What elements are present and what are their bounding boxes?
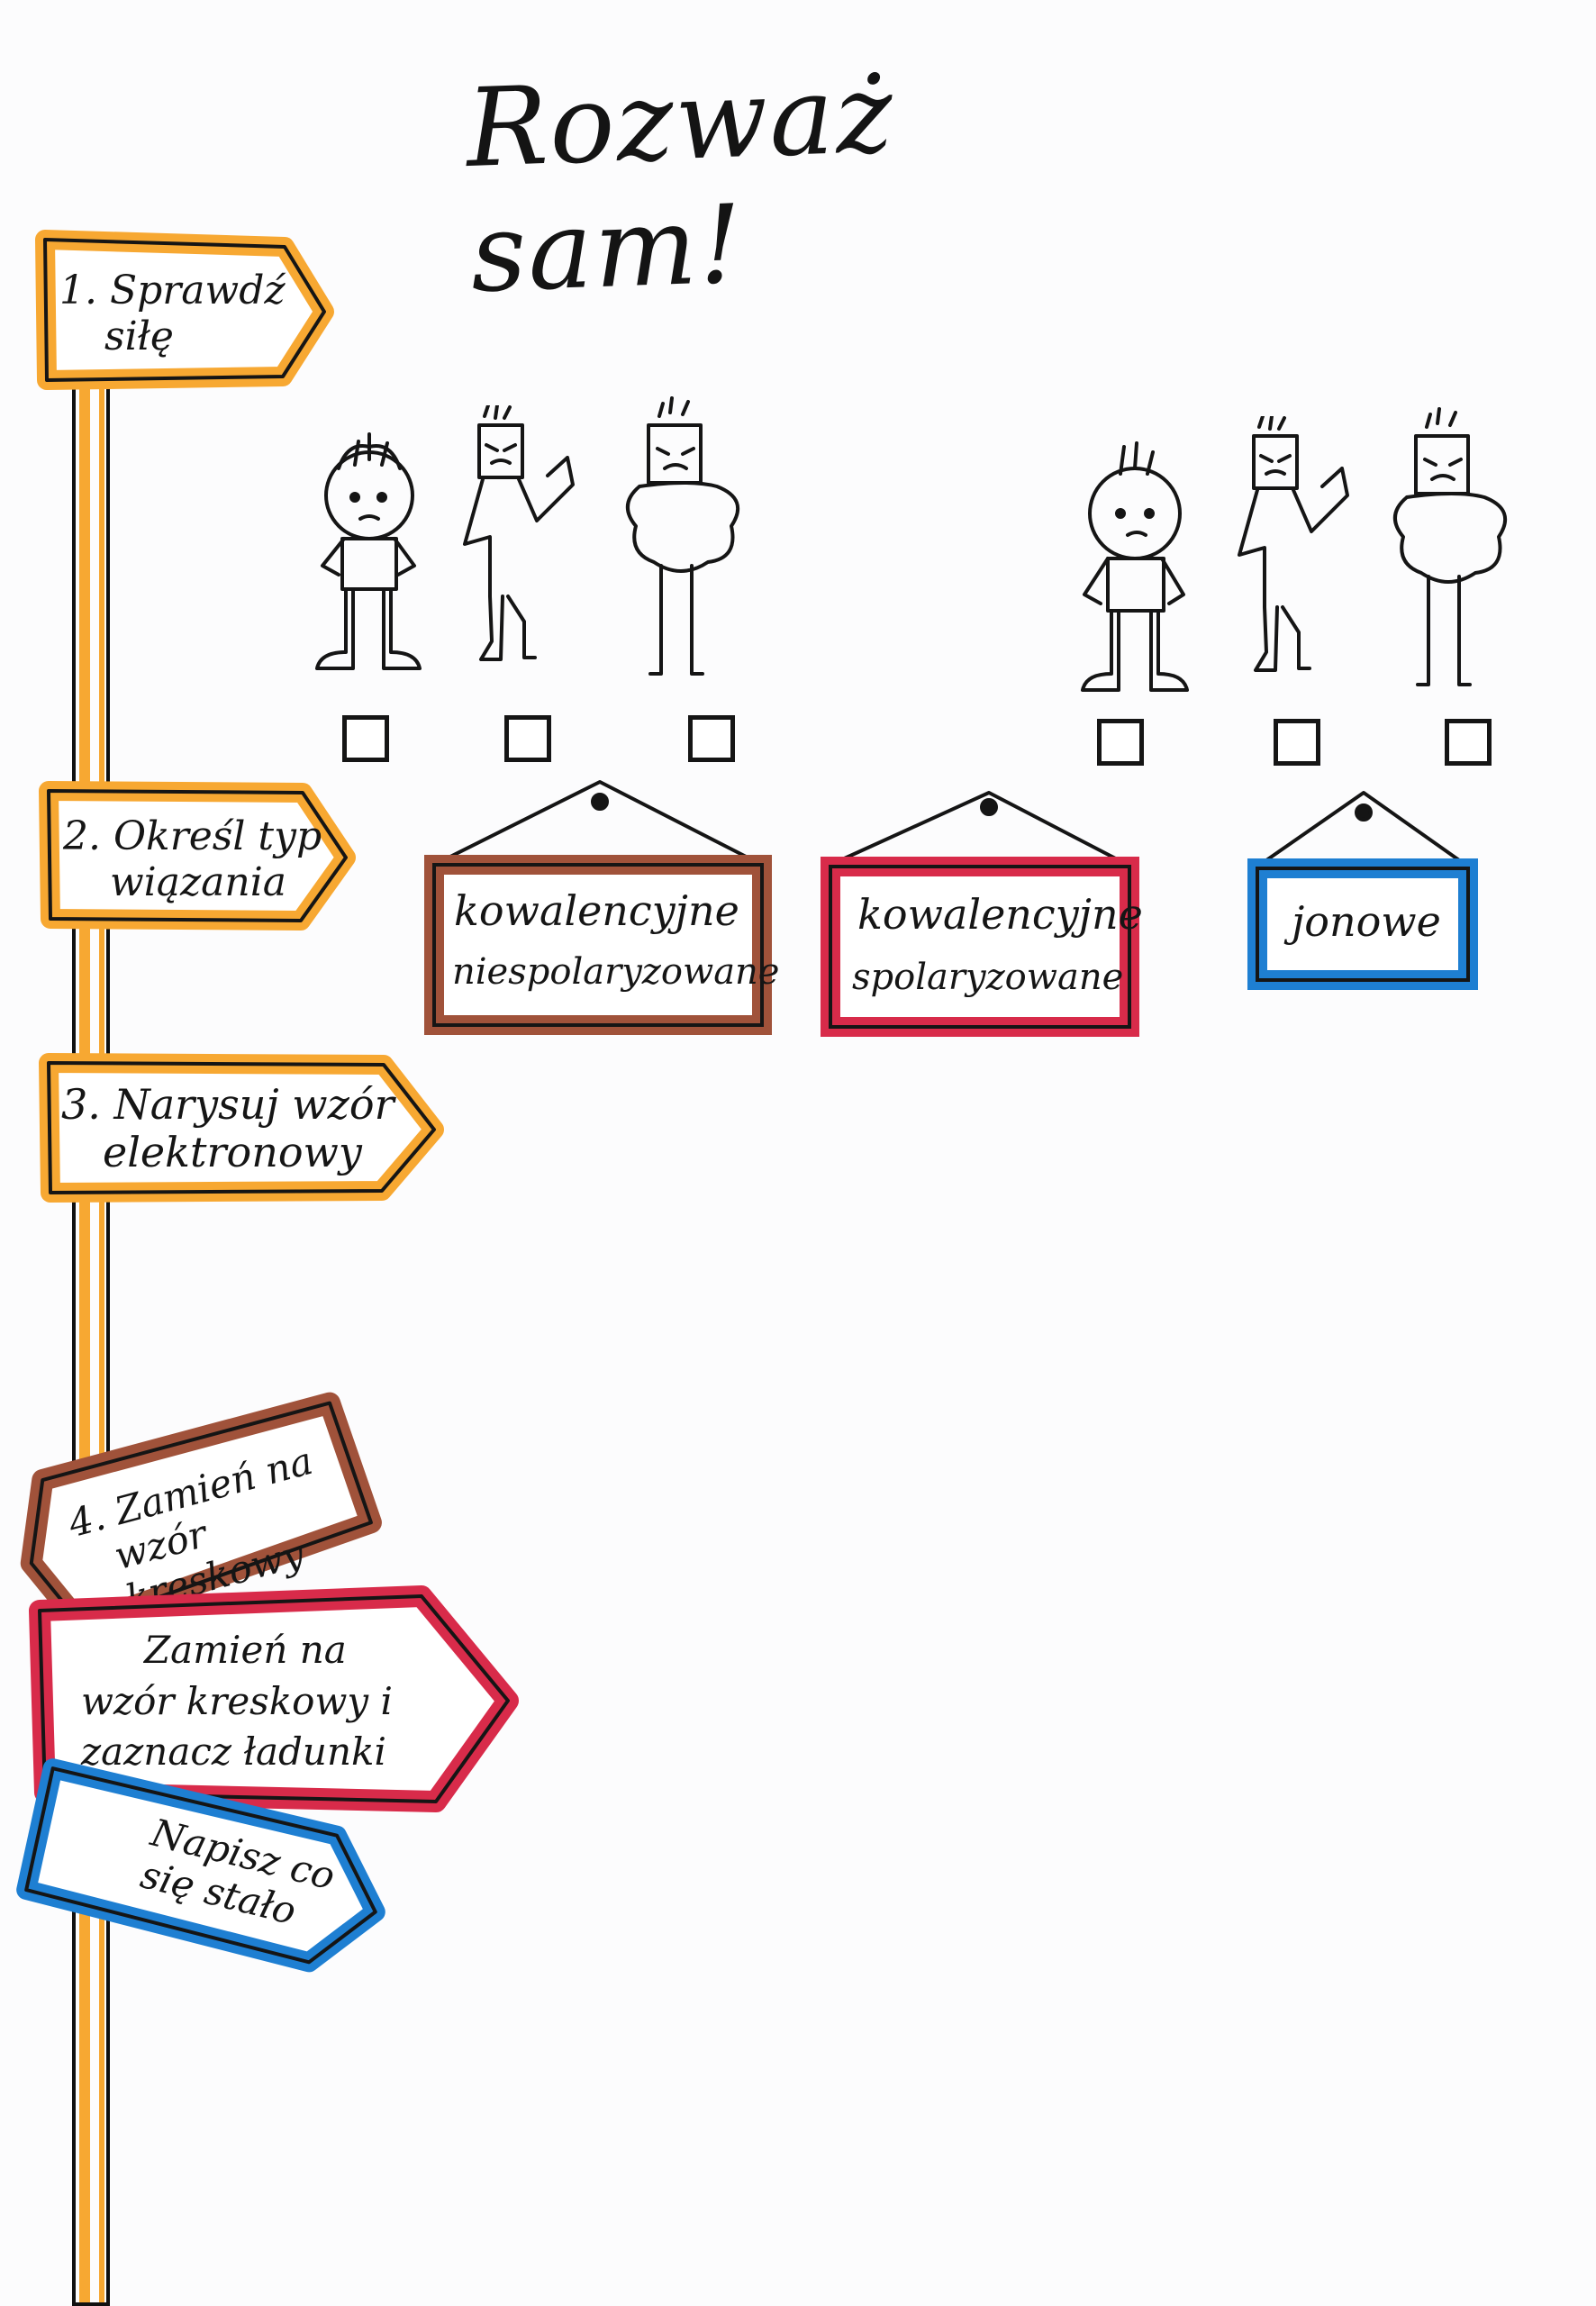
signpost-pole [72,342,110,2306]
step-sign-3-line2: elektronowy [103,1127,362,1176]
bond-label-nonpolar-line1: kowalencyjne [454,886,739,935]
angry-figure-3 [1238,416,1349,672]
bond-label-ionic-frame [1247,791,1478,990]
bond-label-nonpolar-line2: niespolaryzowane [452,951,780,993]
step-sign-4: 4. Zamień na wzór kreskowy [5,1390,389,1646]
step-sign-2: 2. Określ typ wiązania [39,781,356,931]
step-sign-6-shape [16,1758,385,1973]
step-sign-2-shape [39,781,356,931]
bond-label-nonpolar: kowalencyjne niespolaryzowane [424,778,779,1035]
bond-label-polar-frame [821,791,1139,1037]
step-sign-3-shape [39,1053,444,1203]
step-sign-5-line3: zaznacz ładunki [81,1730,386,1775]
step-sign-2-line2: wiązania [110,858,287,905]
bond-label-ionic: jonowe [1247,789,1478,990]
bond-label-nonpolar-frame [424,780,772,1035]
step-sign-5-shape [29,1585,519,1812]
step-sign-3: 3. Narysuj wzór elektronowy [39,1053,444,1203]
step-sign-6: Napisz co się stało [15,1758,400,1985]
calm-figure-1 [315,432,422,670]
bond-label-polar-line1: kowalencyjne [857,890,1143,939]
angry-figure-1 [463,405,575,661]
step-sign-1-line2: siłę [104,313,174,359]
step-sign-1-text: 1. Sprawdź siłę [59,268,286,359]
checkbox-figure-1[interactable] [342,715,389,762]
checkbox-figure-3[interactable] [688,715,735,762]
calm-figure-2 [1081,441,1189,692]
bond-label-ionic-text: jonowe [1292,897,1441,946]
page-title: Rozważ sam! [464,51,897,317]
step-sign-5-line2: wzór kreskowy i [81,1678,393,1723]
step-sign-3-line1: 3. Narysuj wzór [61,1080,394,1129]
bond-label-polar: kowalencyjne spolaryzowane [821,789,1143,1037]
bond-label-polar-line2: spolaryzowane [852,957,1124,998]
step-sign-1-shape [35,230,334,390]
checkbox-figure-5[interactable] [1274,719,1320,766]
step-sign-5: Zamień na wzór kreskowy i zaznacz ładunk… [29,1585,519,1812]
checkbox-figure-4[interactable] [1097,719,1144,766]
step-sign-1: 1. Sprawdź siłę [35,230,334,390]
step-sign-5-line1: Zamień na [144,1628,347,1672]
checkbox-figure-6[interactable] [1445,719,1492,766]
step-sign-3-text: 3. Narysuj wzór elektronowy [61,1081,394,1176]
angry-figure-4 [1393,407,1508,686]
angry-figure-2 [626,396,740,676]
step-sign-5-text: Zamień na wzór kreskowy i zaznacz ładunk… [81,1625,393,1778]
step-sign-1-line1: 1. Sprawdź [59,268,286,313]
checkbox-figure-2[interactable] [504,715,551,762]
step-sign-2-text: 2. Określ typ wiązania [63,813,322,905]
step-sign-4-shape [20,1392,382,1636]
step-sign-2-line1: 2. Określ typ [63,813,322,859]
